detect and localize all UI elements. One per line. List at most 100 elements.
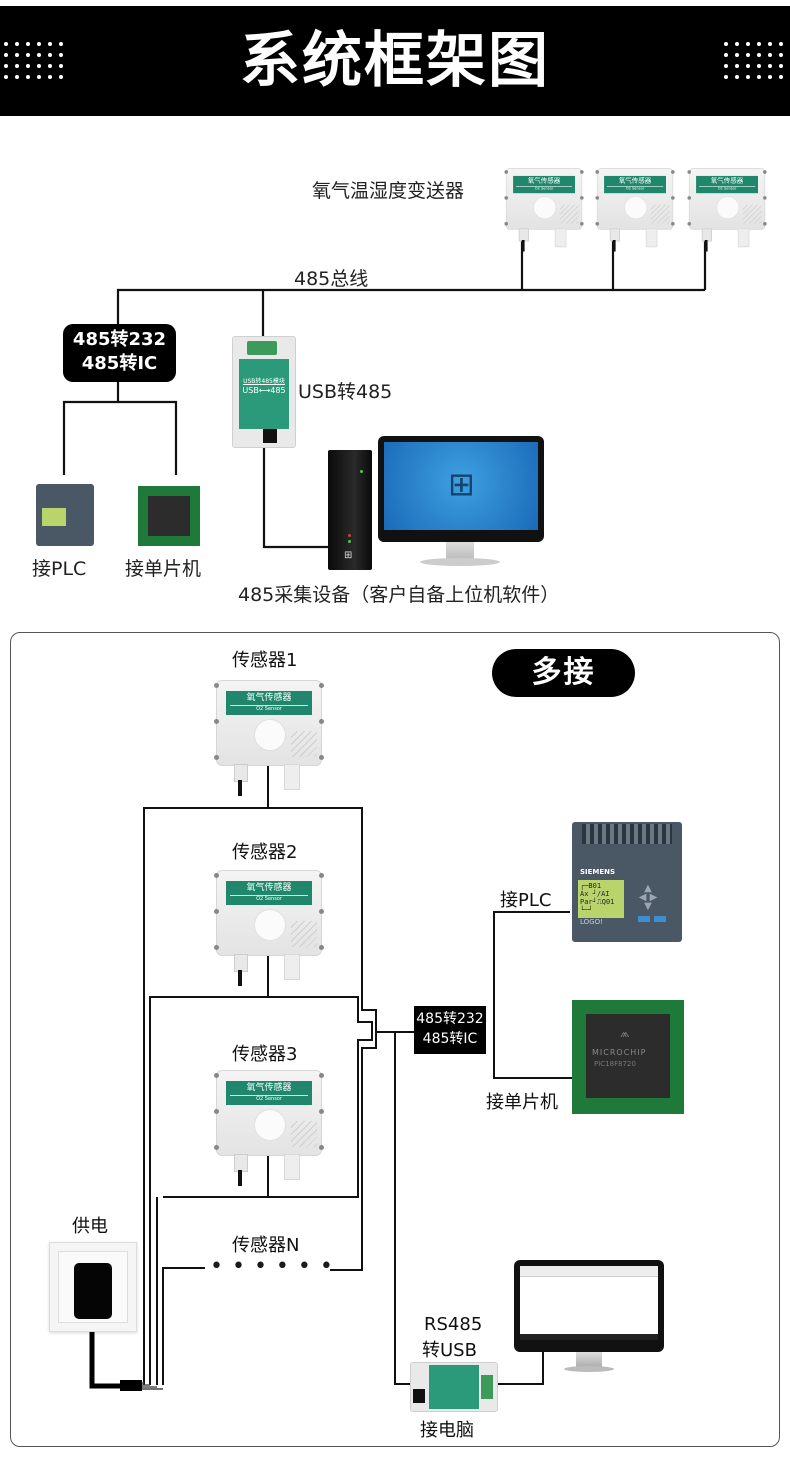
multi-connect-badge: 多接	[492, 649, 635, 697]
sensor-band-subtext: O2 Sensor	[230, 1095, 308, 1103]
bus-line	[116, 288, 705, 325]
plc-label: 接PLC	[32, 558, 87, 580]
plc-esc-button	[638, 916, 650, 922]
mcu-board: ⩕ MICROCHIP PIC18F8720	[572, 1000, 684, 1114]
decoration-dot	[15, 53, 19, 57]
branch-plc-mcu	[62, 400, 178, 475]
converter-box: 485转232 485转IC	[63, 324, 176, 382]
decoration-dot	[768, 42, 772, 46]
monitor-stand	[446, 542, 474, 560]
converter-line1: 485转232	[416, 1011, 484, 1027]
decoration-dot	[59, 64, 63, 68]
decoration-dot	[4, 64, 8, 68]
usb-module-label: USB转485	[298, 381, 393, 403]
decoration-dot	[768, 75, 772, 79]
sensor-band-subtext: O2 Sensor	[606, 186, 664, 192]
decoration-dot	[48, 75, 52, 79]
converter-line2: 485转IC	[81, 353, 158, 374]
pc-monitor: ⊞	[378, 436, 544, 542]
plc-lcd-line: ┌─B01	[580, 882, 602, 890]
decoration-dot	[26, 42, 30, 46]
usb-to-monitor	[496, 1352, 544, 1385]
sensor-3-label: 传感器3	[232, 1044, 298, 1065]
sensor-band-subtext: O2 Sensor	[230, 705, 308, 713]
decoration-dot	[746, 53, 750, 57]
power-socket	[49, 1242, 137, 1332]
sensor-band-subtext: O2 Sensor	[515, 186, 573, 192]
converter-to-mcu	[493, 1026, 572, 1079]
decoration-dot	[779, 53, 783, 57]
dot-grid-decoration-left	[4, 42, 66, 84]
pc-label-bottom: 接电脑	[420, 1420, 474, 1441]
power-cable	[89, 1318, 122, 1389]
page-title: 系统框架图	[240, 26, 550, 96]
sensors-label: 氧气温湿度变送器	[312, 180, 465, 202]
module-pcb-title: USB转485模块	[243, 378, 285, 385]
mcu-label: 接单片机	[125, 558, 202, 580]
decoration-dot	[779, 64, 783, 68]
decoration-dot	[768, 53, 772, 57]
decoration-dot	[48, 64, 52, 68]
decoration-dot	[746, 64, 750, 68]
decoration-dot	[48, 53, 52, 57]
sensor-1-label: 传感器1	[232, 650, 298, 671]
pc-label: 485采集设备（客户自备上位机软件）	[238, 584, 560, 606]
decoration-dot	[757, 42, 761, 46]
decoration-dot	[26, 64, 30, 68]
pc-tower: ⊞	[328, 450, 372, 570]
decoration-dot	[757, 53, 761, 57]
power-plug	[120, 1380, 142, 1391]
usb-to-pc	[262, 446, 332, 549]
decoration-dot	[735, 64, 739, 68]
decoration-dot	[746, 75, 750, 79]
sensor-band-text: 氧气传感器	[246, 1083, 292, 1093]
decoration-dot	[37, 53, 41, 57]
loop-outer-1	[143, 807, 377, 1385]
terminal-block	[481, 1375, 493, 1399]
decoration-dot	[779, 75, 783, 79]
power-label: 供电	[72, 1216, 108, 1237]
sensor-band-subtext: O2 Sensor	[698, 186, 756, 192]
decoration-dot	[15, 42, 19, 46]
windows-logo-icon: ⊞	[344, 550, 353, 561]
decoration-dot	[735, 53, 739, 57]
decoration-dot	[26, 53, 30, 57]
decoration-dot	[37, 42, 41, 46]
module-pcb-sub: USB⟷485	[242, 386, 286, 395]
mcu-chip: ⩕ MICROCHIP PIC18F8720	[586, 1014, 670, 1098]
decoration-dot	[4, 53, 8, 57]
pc-monitor-bottom	[514, 1260, 664, 1352]
monitor-base	[420, 558, 500, 566]
module-pcb: USB转485模块 USB⟷485	[239, 359, 289, 429]
sensor-2-label: 传感器2	[232, 842, 298, 863]
rs485-usb-label-1: RS485	[424, 1314, 483, 1335]
plc-brand: SIEMENS	[580, 868, 616, 876]
decoration-dot	[779, 42, 783, 46]
multi-connection-panel	[10, 632, 780, 1447]
decoration-dot	[4, 75, 8, 79]
converter-line1: 485转232	[72, 329, 167, 350]
dot-grid-decoration-right	[724, 42, 786, 84]
converter-box-bottom: 485转232 485转IC	[414, 1006, 486, 1054]
decoration-dot	[59, 53, 63, 57]
rs485-usb-module	[410, 1362, 498, 1412]
mcu-brand: MICROCHIP	[592, 1048, 647, 1057]
decoration-dot	[724, 53, 728, 57]
monitor-screen: ⊞	[384, 442, 538, 530]
decoration-dot	[768, 64, 772, 68]
plc-model: LOGO!	[580, 918, 603, 926]
decoration-dot	[37, 75, 41, 79]
decoration-dot	[757, 64, 761, 68]
plc-ok-button	[654, 916, 666, 922]
plc-dpad-icon: ▲◀ ▶▼	[638, 883, 658, 912]
converter-to-plc-mcu	[493, 911, 570, 1026]
decoration-dot	[735, 75, 739, 79]
decoration-dot	[15, 75, 19, 79]
mcu-board-small	[138, 486, 200, 546]
sensor-3: 氧气传感器 O2 Sensor	[212, 1070, 324, 1186]
